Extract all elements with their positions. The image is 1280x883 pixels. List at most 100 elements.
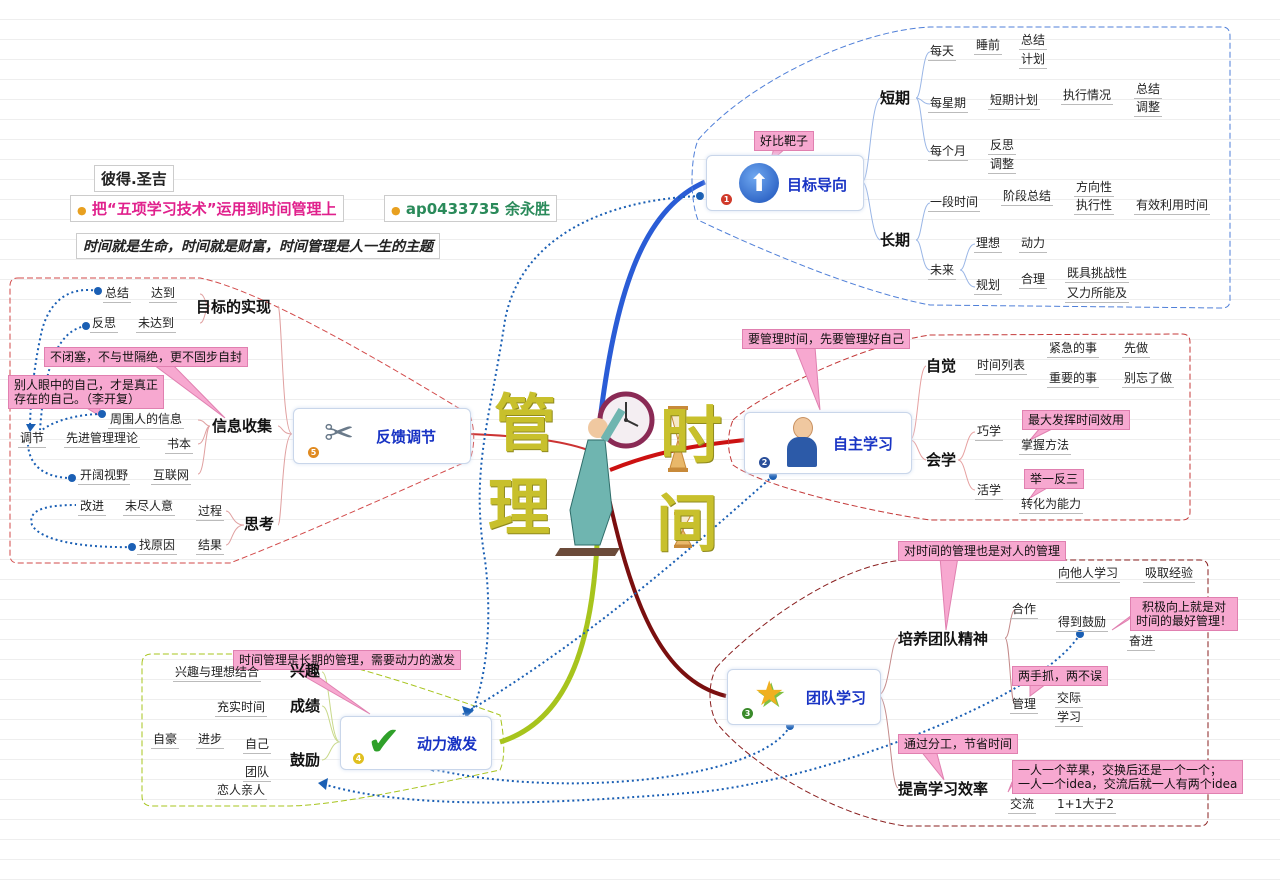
- topic-plan: 计划: [1019, 52, 1048, 69]
- topic-master-method: 掌握方法: [1019, 438, 1072, 455]
- topic-interest-ideal: 兴趣与理想结合: [173, 665, 262, 682]
- up-arrow-icon: ⬆: [739, 163, 779, 203]
- topic-process: 过程: [196, 504, 225, 521]
- topic-broaden: 开阔视野: [78, 468, 131, 485]
- topic-flexible: 活学: [975, 483, 1004, 500]
- callout-both-hands: 两手抓，两不误: [1012, 666, 1109, 686]
- relation-link: [319, 633, 1081, 804]
- topic-find-reason: 找原因: [137, 538, 178, 555]
- topic-challenging: 既具挑战性: [1065, 266, 1130, 283]
- topic-summary2: 总结: [1134, 82, 1163, 99]
- topic-short-term: 短期: [880, 89, 911, 107]
- center-char-jian: 间: [656, 487, 719, 560]
- topic-effective: 有效利用时间: [1134, 198, 1211, 215]
- credit-text: ap0433735 余永胜: [405, 200, 550, 218]
- central-illustration: [555, 391, 692, 556]
- topic-encourage: 鼓励: [290, 751, 321, 769]
- topic-important: 重要的事: [1047, 371, 1100, 388]
- topic-exchange: 交流: [1008, 797, 1037, 814]
- topic-result: 结果: [196, 538, 225, 555]
- topic-future: 未来: [928, 263, 957, 280]
- title-banner: ● 把“五项学习技术”运用到时间管理上: [70, 195, 344, 222]
- topic-social: 交际: [1055, 691, 1084, 708]
- boundary-team: [709, 559, 1209, 827]
- topic-progress-self: 进步: [196, 732, 225, 749]
- callout-manage-self: 要管理时间，先要管理好自己: [742, 329, 911, 349]
- topic-period: 一段时间: [928, 195, 981, 212]
- topic-team-spirit: 培养团队精神: [898, 630, 989, 648]
- center-char-guan: 管: [494, 387, 557, 460]
- topic-reflect-fb: 反思: [90, 316, 119, 333]
- topic-summary-fb: 总结: [103, 286, 132, 303]
- relation-link: [30, 504, 133, 549]
- node-number-badge: 4: [353, 753, 364, 764]
- node-self-study[interactable]: 自主学习 2: [744, 412, 912, 474]
- topic-can-learn: 会学: [926, 451, 957, 469]
- callout-pointer: [794, 346, 821, 411]
- node-self-study-label: 自主学习: [833, 435, 894, 453]
- branch-line-team: [603, 479, 727, 698]
- relation-link: [29, 289, 99, 431]
- callout-pointer: [918, 749, 945, 781]
- topic-short-plan: 短期计划: [988, 93, 1041, 110]
- topic-achievable: 又力所能及: [1065, 286, 1130, 303]
- relation-link: [427, 725, 791, 785]
- topic-ideal: 理想: [974, 236, 1003, 253]
- topic-proud: 自豪: [151, 732, 180, 749]
- center-char-shi: 时: [660, 399, 723, 472]
- node-team-study[interactable]: ★ 团队学习 3: [727, 669, 881, 725]
- topic-info-collect: 信息收集: [212, 417, 273, 435]
- topic-clever: 巧学: [975, 424, 1004, 441]
- boundary-feedback: [9, 277, 475, 564]
- topic-self: 自己: [243, 737, 272, 754]
- callout-max-efficiency: 最大发挥时间效用: [1022, 410, 1131, 430]
- branch-line-motivation: [499, 519, 601, 745]
- topic-family: 恋人亲人: [215, 783, 268, 800]
- topic-bedtime: 睡前: [974, 38, 1003, 55]
- topic-adjust-fb: 调节: [18, 431, 47, 448]
- credit-banner: ● ap0433735 余永胜: [384, 195, 557, 222]
- topic-manage: 管理: [1010, 697, 1039, 714]
- title-icon: ●: [77, 204, 87, 217]
- branch-line-target: [597, 179, 706, 421]
- topic-execution: 执行情况: [1061, 88, 1114, 105]
- node-feedback[interactable]: ✂ 反馈调节 5: [293, 408, 471, 464]
- topic-more-than: 1+1大于2: [1055, 797, 1116, 814]
- topic-advanced-theory: 先进管理理论: [64, 431, 141, 448]
- node-team-label: 团队学习: [806, 689, 867, 707]
- callout-infer: 举一反三: [1024, 469, 1085, 489]
- topic-improve: 改进: [78, 499, 107, 516]
- topic-progress: 奋进: [1127, 634, 1156, 651]
- topic-goal-realization: 目标的实现: [196, 298, 272, 316]
- center-char-li: 理: [488, 471, 551, 544]
- callout-division: 通过分工，节省时间: [898, 734, 1019, 754]
- topic-reached: 达到: [149, 286, 178, 303]
- topic-execution2: 执行性: [1074, 198, 1115, 215]
- node-target-label: 目标导向: [787, 176, 848, 194]
- node-target-orientation[interactable]: ⬆ 目标导向 1: [706, 155, 864, 211]
- topic-cooperate: 合作: [1010, 602, 1039, 619]
- topic-learn-others: 向他人学习: [1056, 566, 1121, 583]
- topic-direction: 方向性: [1074, 180, 1115, 197]
- node-number-badge: 5: [308, 447, 319, 458]
- node-number-badge: 3: [742, 708, 753, 719]
- node-number-badge: 1: [721, 194, 732, 205]
- title-text: 把“五项学习技术”运用到时间管理上: [91, 200, 337, 218]
- callout-long-term: 时间管理是长期的管理，需要动力的激发: [233, 650, 462, 670]
- topic-study: 学习: [1055, 710, 1084, 727]
- topic-reasonable: 合理: [1019, 272, 1048, 289]
- topic-urgent: 紧急的事: [1047, 341, 1100, 358]
- topic-long-term: 长期: [880, 231, 911, 249]
- topic-stage-summary: 阶段总结: [1001, 189, 1054, 206]
- topic-self-aware: 自觉: [926, 357, 957, 375]
- relation-link: [459, 475, 774, 717]
- node-number-badge: 2: [759, 457, 770, 468]
- callout-pointer: [939, 556, 959, 631]
- topic-adjust2: 调整: [988, 157, 1017, 174]
- node-motivation[interactable]: ✔ 动力激发 4: [340, 716, 492, 770]
- topic-efficiency: 提高学习效率: [898, 780, 989, 798]
- topic-not-reached: 未达到: [136, 316, 177, 333]
- callout-apple-idea: 一人一个苹果，交换后还是一个一个； 一人一个idea，交流后就一人有两个idea: [1012, 760, 1244, 794]
- topic-gain-experience: 吸取经验: [1143, 566, 1196, 583]
- topic-people-info: 周围人的信息: [108, 412, 185, 429]
